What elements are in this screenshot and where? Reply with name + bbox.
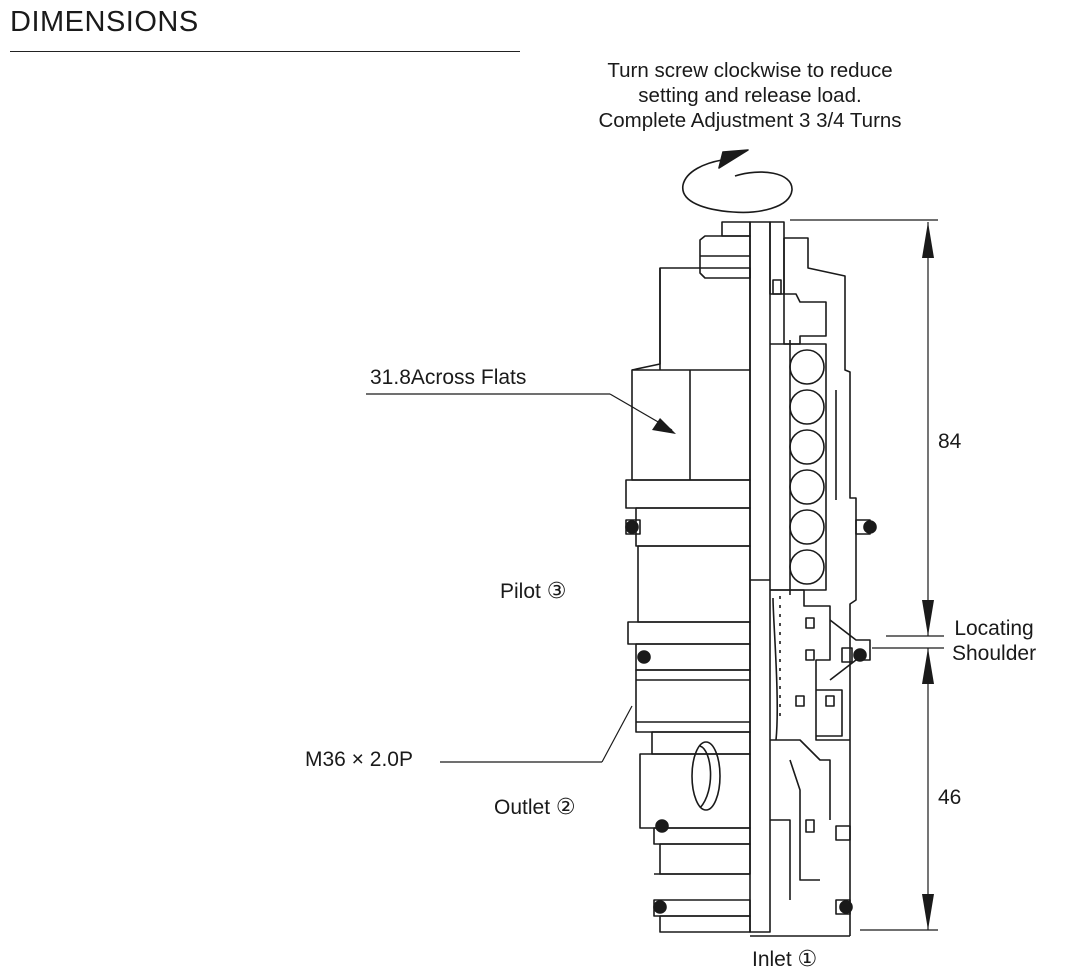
thread-leader [440, 705, 633, 763]
inlet-text: Inlet [752, 948, 792, 971]
pilot-port-number: ③ [546, 578, 567, 603]
rotation-arrow-icon [682, 149, 793, 214]
cartridge-exterior-view [625, 221, 751, 933]
locating-shoulder-line-2: Shoulder [952, 642, 1037, 665]
dimension-46-value: 46 [938, 786, 962, 809]
adjustment-note-line-2: setting and release load. [638, 84, 862, 107]
locating-shoulder-marker [872, 635, 944, 649]
thread-label: M36 × 2.0P [305, 748, 413, 771]
pilot-text: Pilot [500, 580, 541, 603]
page-title: DIMENSIONS [10, 6, 199, 38]
adjustment-note-line-1: Turn screw clockwise to reduce [607, 59, 893, 82]
locating-shoulder-line-1: Locating [954, 617, 1034, 640]
dimension-46 [860, 648, 938, 931]
title-underline [10, 51, 520, 52]
locating-shoulder-label: Locating Shoulder [952, 616, 1036, 666]
dimension-84 [790, 219, 938, 636]
outlet-port-label: Outlet ② [494, 794, 576, 820]
adjustment-note: Turn screw clockwise to reduce setting a… [540, 58, 960, 133]
across-flats-label: 31.8Across Flats [370, 366, 527, 389]
cartridge-section-view [749, 221, 877, 937]
adjustment-note-line-3: Complete Adjustment 3 3/4 Turns [598, 109, 902, 132]
outlet-port-number: ② [555, 794, 576, 819]
inlet-port-number: ① [797, 946, 818, 971]
pilot-port-label: Pilot ③ [500, 578, 566, 604]
across-flats-leader [366, 393, 676, 434]
outlet-text: Outlet [494, 796, 551, 819]
dimension-84-value: 84 [938, 430, 962, 453]
inlet-port-label: Inlet ① [752, 946, 817, 972]
